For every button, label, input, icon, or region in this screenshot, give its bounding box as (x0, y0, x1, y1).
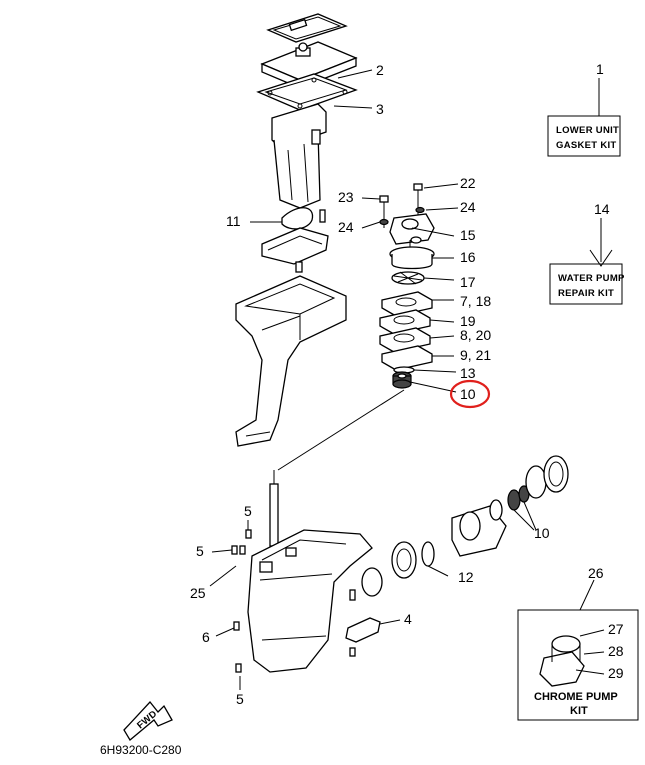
chrome-pump-kit-line2: KIT (570, 705, 588, 717)
water-pump-repair-kit: WATER PUMP REPAIR KIT (549, 218, 625, 305)
middle-gasket (256, 73, 358, 111)
callout-3: 3 (376, 101, 384, 117)
callout-5-bottom: 5 (236, 691, 244, 707)
pump-housing-16 (389, 213, 455, 262)
callout-1: 1 (596, 61, 604, 77)
callout-12: 12 (458, 569, 474, 585)
callout-24-right: 24 (460, 199, 476, 215)
highlight-circle (449, 379, 491, 409)
washers-24 (361, 206, 459, 229)
plates-7-8-9 (379, 291, 455, 371)
water-pump-kit-line1: WATER PUMP (558, 273, 625, 284)
upper-casing (271, 103, 327, 209)
insert-16b (391, 254, 454, 270)
leader-lines-top (333, 69, 373, 109)
callout-11: 11 (226, 213, 241, 229)
callout-15: 15 (460, 227, 476, 243)
seals-10-top (277, 371, 457, 471)
diagram-code: 6H93200-C280 (100, 743, 182, 757)
callout-5-left: 5 (196, 543, 204, 559)
callout-29: 29 (608, 665, 624, 681)
callout-7-18: 7, 18 (460, 293, 491, 309)
callout-25: 25 (190, 585, 206, 601)
driveshaft-housing (235, 275, 347, 447)
callout-5-top: 5 (244, 503, 252, 519)
bolt-22 (413, 183, 459, 218)
callout-26: 26 (588, 565, 604, 581)
lower-unit-gasket-kit: LOWER UNIT GASKET KIT (547, 78, 621, 157)
callout-14: 14 (594, 201, 610, 217)
chrome-pump-kit: CHROME PUMP KIT (517, 579, 639, 721)
callout-9-21: 9, 21 (460, 347, 491, 363)
callout-4: 4 (404, 611, 412, 627)
top-gasket-plate (266, 13, 348, 43)
callout-16: 16 (460, 249, 476, 265)
impeller-17 (391, 271, 455, 285)
callout-22: 22 (460, 175, 476, 191)
callout-17: 17 (460, 274, 476, 290)
callout-10-highlighted: 10 (460, 386, 476, 402)
callout-13: 13 (460, 365, 476, 381)
gear-case (247, 529, 373, 673)
left-bolts (209, 520, 252, 690)
callout-23: 23 (338, 189, 354, 205)
mount-bracket (261, 227, 329, 273)
callout-19: 19 (460, 313, 476, 329)
propeller-shaft-parts (361, 455, 569, 597)
driveshaft (269, 470, 279, 547)
fwd-arrow: FWD (123, 701, 173, 741)
key-15 (410, 236, 422, 244)
chrome-pump-kit-line1: CHROME PUMP (534, 691, 618, 703)
lower-unit-kit-line1: LOWER UNIT (556, 125, 619, 136)
callout-8-20: 8, 20 (460, 327, 491, 343)
trim-tab-4 (345, 589, 401, 657)
callout-10-lower: 10 (534, 525, 550, 541)
water-pump-kit-line2: REPAIR KIT (558, 288, 614, 299)
callout-27: 27 (608, 621, 624, 637)
callout-6: 6 (202, 629, 210, 645)
callout-28: 28 (608, 643, 624, 659)
callout-2: 2 (376, 62, 384, 78)
gasket-11 (250, 207, 326, 230)
lower-unit-kit-line2: GASKET KIT (556, 140, 617, 151)
callout-24-left: 24 (338, 219, 354, 235)
